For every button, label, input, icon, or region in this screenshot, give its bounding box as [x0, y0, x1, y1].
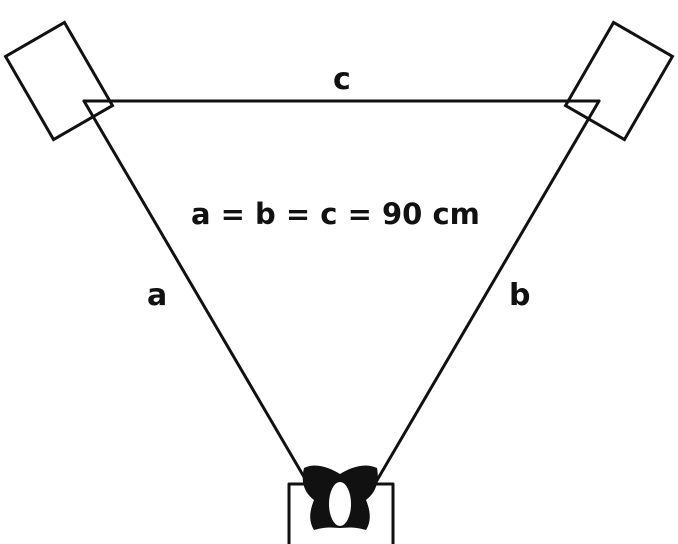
equation-label: a = b = c = 90 cm: [191, 197, 480, 231]
side-b-line: [374, 99, 601, 484]
listener-icon: [287, 465, 395, 544]
side-c-label: c: [333, 62, 351, 97]
side-a-line: [82, 99, 309, 484]
side-a-label: a: [147, 278, 167, 313]
left-speaker-icon: [3, 20, 115, 142]
side-b-label: b: [509, 278, 530, 313]
right-speaker-icon: [563, 20, 675, 142]
